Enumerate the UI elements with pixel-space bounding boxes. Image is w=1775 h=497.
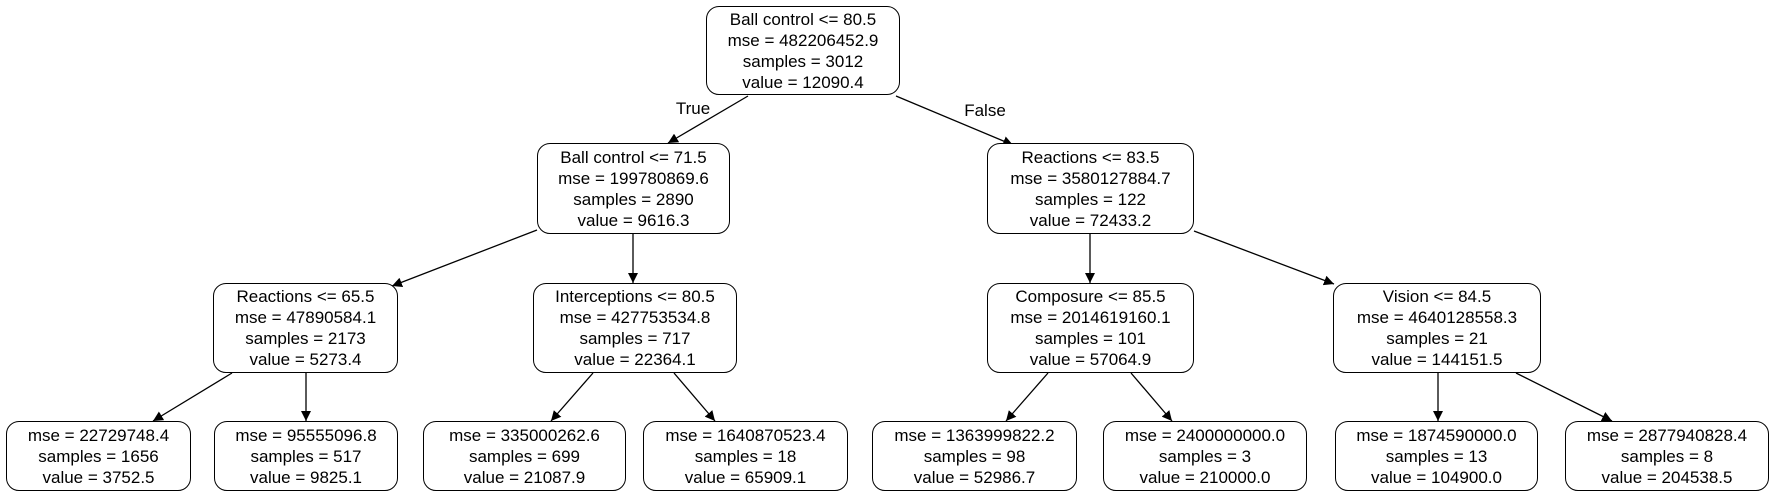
node-text-line: mse = 199780869.6 [558,168,709,188]
node-text-line: samples = 717 [579,329,691,348]
edge-n4-n10 [673,372,716,422]
node-text-line: samples = 101 [1034,329,1147,348]
node-text-line: samples = 13 [1385,446,1488,466]
edge-n0-n2 [895,95,1014,146]
node-text-line: samples = 3 [1158,446,1252,466]
edge-n5-n11 [1005,372,1049,422]
node-text-line: value = 144151.5 [1371,350,1503,369]
node-text-line: value = 204538.5 [1601,467,1733,487]
node-text-line: samples = 98 [923,446,1026,466]
node-text-line: samples = 3012 [742,51,864,71]
node-text-line: Ball control <= 80.5 [729,9,877,29]
node-text-line: Composure <= 85.5 [1015,287,1166,306]
node-text-line: samples = 122 [1034,189,1147,209]
node-text-line: samples = 21 [1386,329,1488,348]
node-text-line: value = 9825.1 [249,467,362,487]
node-text-line: value = 22364.1 [574,350,696,369]
node-text-line: samples = 8 [1620,446,1714,466]
node-text-line: value = 65909.1 [684,467,807,487]
node-text-line: mse = 22729748.4 [27,425,170,445]
node-text-line: Reactions <= 83.5 [1021,147,1160,167]
node-text-line: value = 9616.3 [577,210,690,230]
tree-node-n3: Reactions <= 65.5 mse = 47890584.1 samples… [213,283,398,373]
node-text-line: mse = 2400000000.0 [1124,425,1286,445]
tree-node-n4: Interceptions <= 80.5 mse = 427753534.8 sa… [533,283,737,373]
node-text-line: mse = 427753534.8 [559,308,711,327]
node-text-line: mse = 2014619160.1 [1010,308,1171,327]
node-text-line: Reactions <= 65.5 [236,287,375,306]
tree-node-n5: Composure <= 85.5 mse = 2014619160.1 sampl… [987,283,1194,373]
node-text-line: mse = 4640128558.3 [1356,308,1518,327]
edge-n6-n14 [1515,372,1613,422]
edge-n4-n9 [550,372,594,422]
edge-n1-n3 [391,229,538,288]
node-text-line: mse = 482206452.9 [727,30,879,50]
node-text-line: samples = 2173 [245,329,366,348]
edge-label-true: True [675,99,711,118]
node-text-line: Interceptions <= 80.5 [555,287,715,306]
edge-label-false: False [964,101,1006,120]
node-text-line: mse = 1874590000.0 [1356,425,1517,445]
node-text-line: mse = 2877940828.4 [1586,425,1748,445]
node-text-line: samples = 517 [250,446,362,466]
node-text-line: value = 12090.4 [742,72,864,92]
node-text-line: value = 3752.5 [42,467,155,487]
node-text-line: value = 5273.4 [249,350,362,369]
node-text-line: samples = 1656 [38,446,159,466]
edge-n2-n6 [1193,230,1335,286]
node-text-line: mse = 47890584.1 [234,308,377,327]
node-text-line: mse = 1363999822.2 [894,425,1055,445]
node-text-line: Vision <= 84.5 [1382,287,1492,306]
node-text-line: mse = 1640870523.4 [665,425,826,445]
node-text-line: value = 104900.0 [1371,467,1502,487]
node-text-line: mse = 95555096.8 [235,425,377,445]
node-text-line: Ball control <= 71.5 [560,147,707,167]
node-text-line: samples = 2890 [573,189,694,209]
node-text-line: mse = 3580127884.7 [1010,168,1171,188]
edge-n0-n1 [667,95,749,144]
node-text-line: value = 57064.9 [1029,350,1152,369]
edge-n5-n12 [1130,372,1173,422]
node-text-line: value = 72433.2 [1029,210,1152,230]
node-text-line: value = 210000.0 [1139,467,1271,487]
edge-n3-n7 [152,372,233,422]
node-text-line: samples = 18 [694,446,797,466]
node-text-line: samples = 699 [468,446,581,466]
node-text-line: mse = 335000262.6 [449,425,600,445]
node-text-line: value = 21087.9 [463,467,586,487]
node-text-line: value = 52986.7 [913,467,1036,487]
tree-node-n6: Vision <= 84.5 mse = 4640128558.3 samples … [1333,283,1541,373]
